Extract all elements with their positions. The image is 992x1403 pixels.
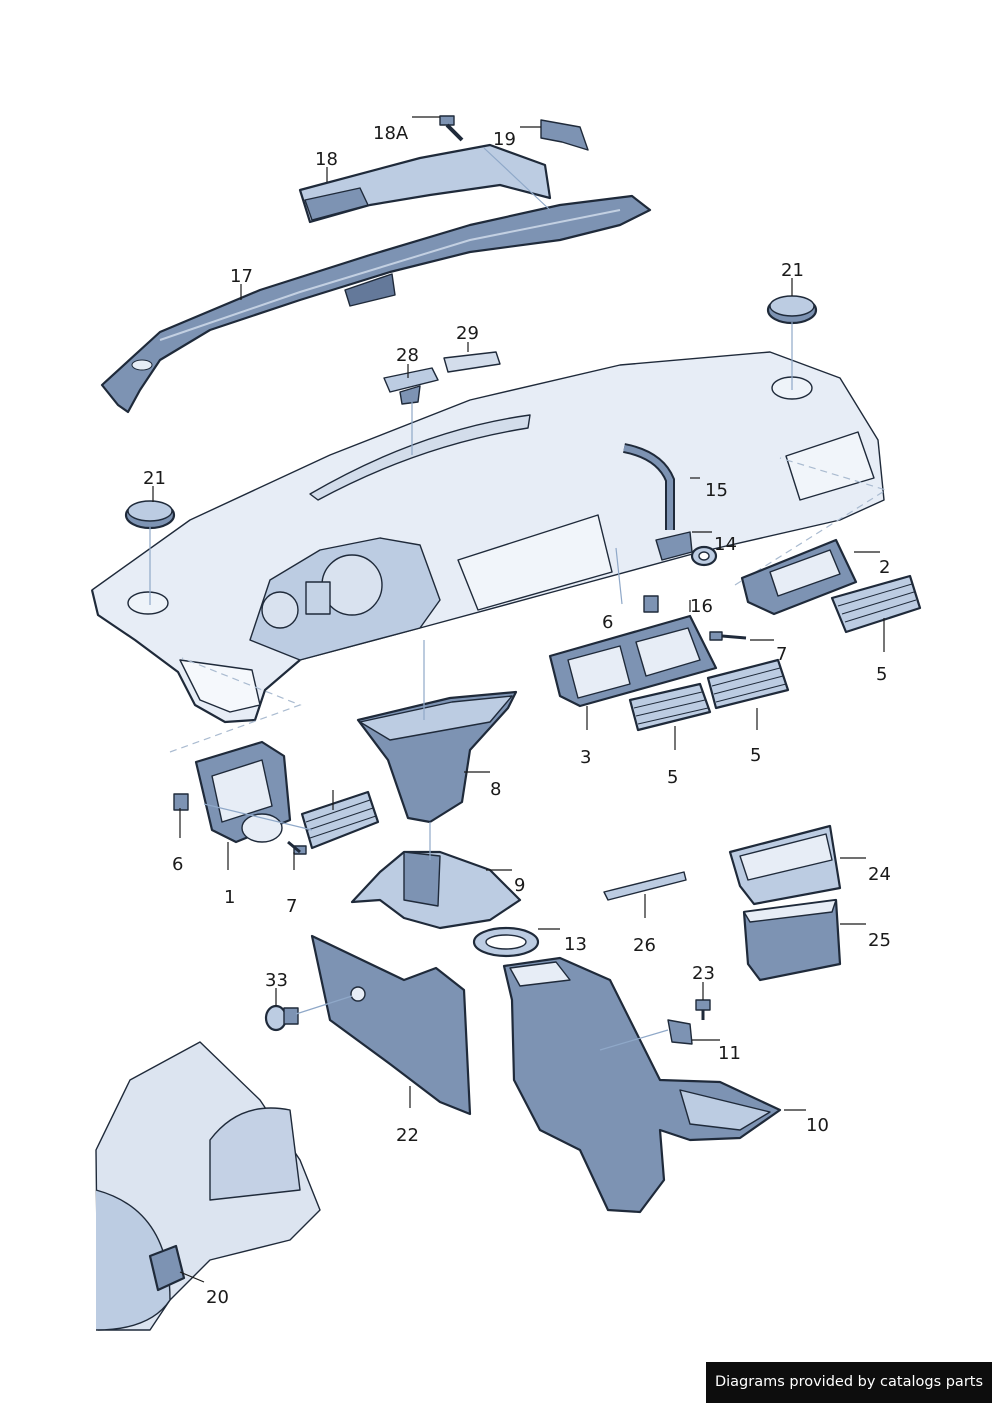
- label-5-right: 5: [876, 664, 887, 685]
- label-21-left: 21: [143, 468, 166, 489]
- part-5-vent-grille-right: [830, 574, 922, 634]
- part-11-bracket: [667, 1019, 693, 1045]
- label-7-left: 7: [286, 896, 297, 917]
- part-23-screw: [695, 999, 711, 1020]
- label-22: 22: [396, 1125, 419, 1146]
- part-22-trim-panel: [310, 934, 472, 1116]
- part-5-vent-grille-center: [628, 682, 712, 732]
- part-33-clip: [264, 1004, 299, 1032]
- label-18a: 18A: [373, 123, 409, 144]
- credit-banner: Diagrams provided by catalogs parts: [706, 1362, 992, 1403]
- part-6-clip-left: [173, 793, 189, 811]
- part-2-vent-housing: [740, 538, 858, 616]
- label-21-right: 21: [781, 260, 804, 281]
- label-16: 16: [690, 596, 713, 617]
- part-19-clip: [540, 119, 589, 151]
- label-17: 17: [230, 266, 253, 287]
- part-29-cover: [443, 351, 501, 373]
- label-18: 18: [315, 149, 338, 170]
- part-13-ring: [472, 926, 540, 958]
- part-labels: 18A 19 18 17 21 29 28 21 15 14 2 16 6 7 …: [143, 123, 891, 1308]
- part-7-screw-left: [287, 840, 307, 855]
- dashboard-panel: [90, 351, 888, 753]
- label-13: 13: [564, 934, 587, 955]
- part-17-defroster-duct: [100, 194, 652, 414]
- assembly-lines: [149, 147, 793, 1051]
- label-28: 28: [396, 345, 419, 366]
- label-7-right: 7: [776, 644, 787, 665]
- label-10: 10: [806, 1115, 829, 1136]
- label-9: 9: [514, 875, 525, 896]
- label-25: 25: [868, 930, 891, 951]
- label-1: 1: [224, 887, 235, 908]
- part-8-center-duct: [356, 690, 518, 824]
- part-28-sensor: [383, 367, 439, 405]
- label-15: 15: [705, 480, 728, 501]
- part-1-vent-housing: [194, 740, 292, 844]
- label-29: 29: [456, 323, 479, 344]
- part-6-clip-right: [643, 595, 659, 613]
- part-9-duct: [350, 850, 522, 930]
- part-21-speaker-grille-left: [124, 500, 176, 530]
- label-8: 8: [490, 779, 501, 800]
- label-33: 33: [265, 970, 288, 991]
- label-2: 2: [879, 557, 890, 578]
- label-24: 24: [868, 864, 891, 885]
- part-24-duct: [728, 824, 842, 906]
- part-7-screw-right: [709, 631, 747, 641]
- part-21-speaker-grille-right: [766, 295, 818, 325]
- part-3-center-vent-housing: [548, 614, 718, 708]
- label-5-center-right: 5: [750, 745, 761, 766]
- label-23: 23: [692, 963, 715, 984]
- part-20-side-panel: [95, 1041, 321, 1331]
- label-5-center: 5: [667, 767, 678, 788]
- label-6-left: 6: [172, 854, 183, 875]
- leader-lines: [152, 116, 885, 1283]
- label-19: 19: [493, 129, 516, 150]
- label-14: 14: [714, 534, 737, 555]
- part-15-sensor-hose: [622, 443, 675, 530]
- label-6-right: 6: [602, 612, 613, 633]
- label-26: 26: [633, 935, 656, 956]
- part-16-ring: [690, 545, 718, 567]
- part-25-duct: [742, 898, 842, 982]
- label-3: 3: [580, 747, 591, 768]
- part-10-footwell-duct: [502, 956, 782, 1214]
- label-11: 11: [718, 1043, 741, 1064]
- part-4-vent-grille: [300, 790, 380, 850]
- part-18-bracket: [298, 143, 552, 224]
- label-20: 20: [206, 1287, 229, 1308]
- part-18a-screw: [439, 115, 464, 142]
- part-5-vent-grille-center-right: [706, 658, 790, 710]
- part-26-strip: [603, 871, 687, 901]
